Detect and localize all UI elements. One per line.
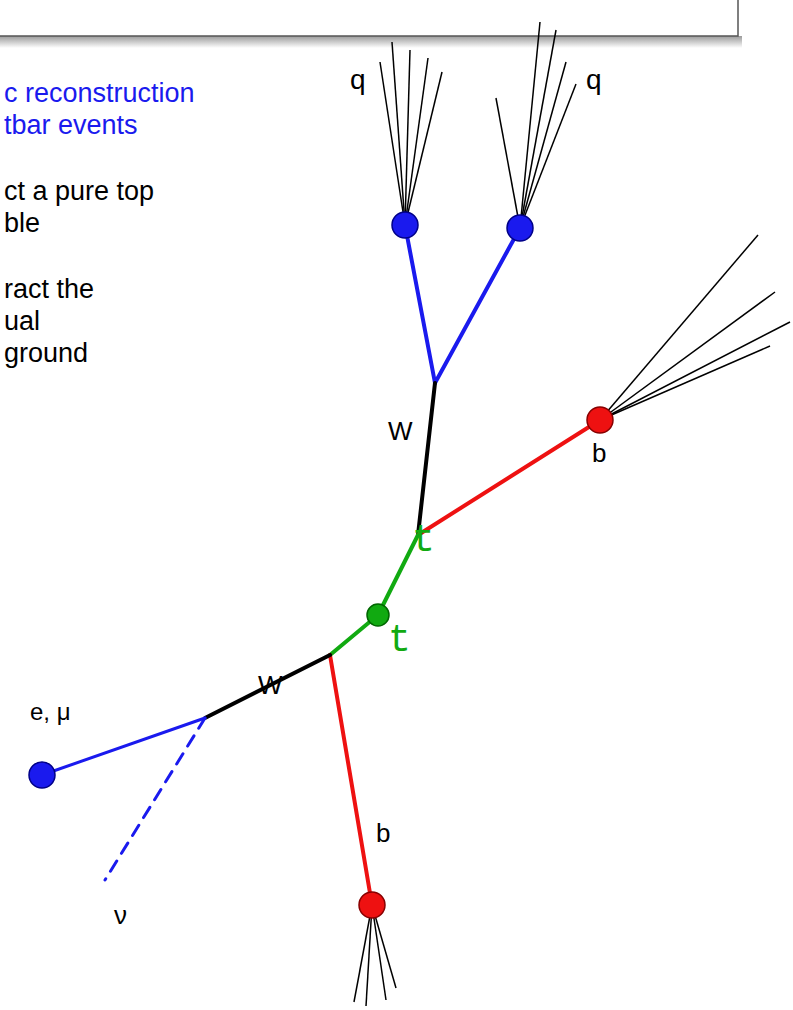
- slide-text: c reconstruction: [4, 80, 195, 107]
- particle-label: q: [350, 66, 366, 94]
- slide-text: ract the: [4, 276, 94, 303]
- slide-text: ual: [4, 308, 40, 335]
- particle-label: W: [388, 418, 413, 444]
- particle-label: q: [586, 66, 602, 94]
- slide-text: ble: [4, 210, 40, 237]
- top-panel: [0, 0, 738, 36]
- slide-text: ground: [4, 340, 88, 367]
- particle-label: t: [388, 622, 411, 660]
- particle-label: e, μ: [30, 700, 71, 724]
- particle-label: t: [412, 522, 435, 560]
- slide-text: tbar events: [4, 112, 138, 139]
- panel-shadow: [0, 36, 742, 48]
- particle-label: ν: [114, 902, 127, 928]
- particle-label: b: [376, 820, 390, 846]
- particle-label: b: [592, 440, 606, 466]
- particle-label: W: [258, 672, 283, 698]
- slide-text: ct a pure top: [4, 178, 154, 205]
- particle-dots: [29, 212, 613, 918]
- jets: [354, 22, 790, 1006]
- decay-lines: [42, 225, 600, 905]
